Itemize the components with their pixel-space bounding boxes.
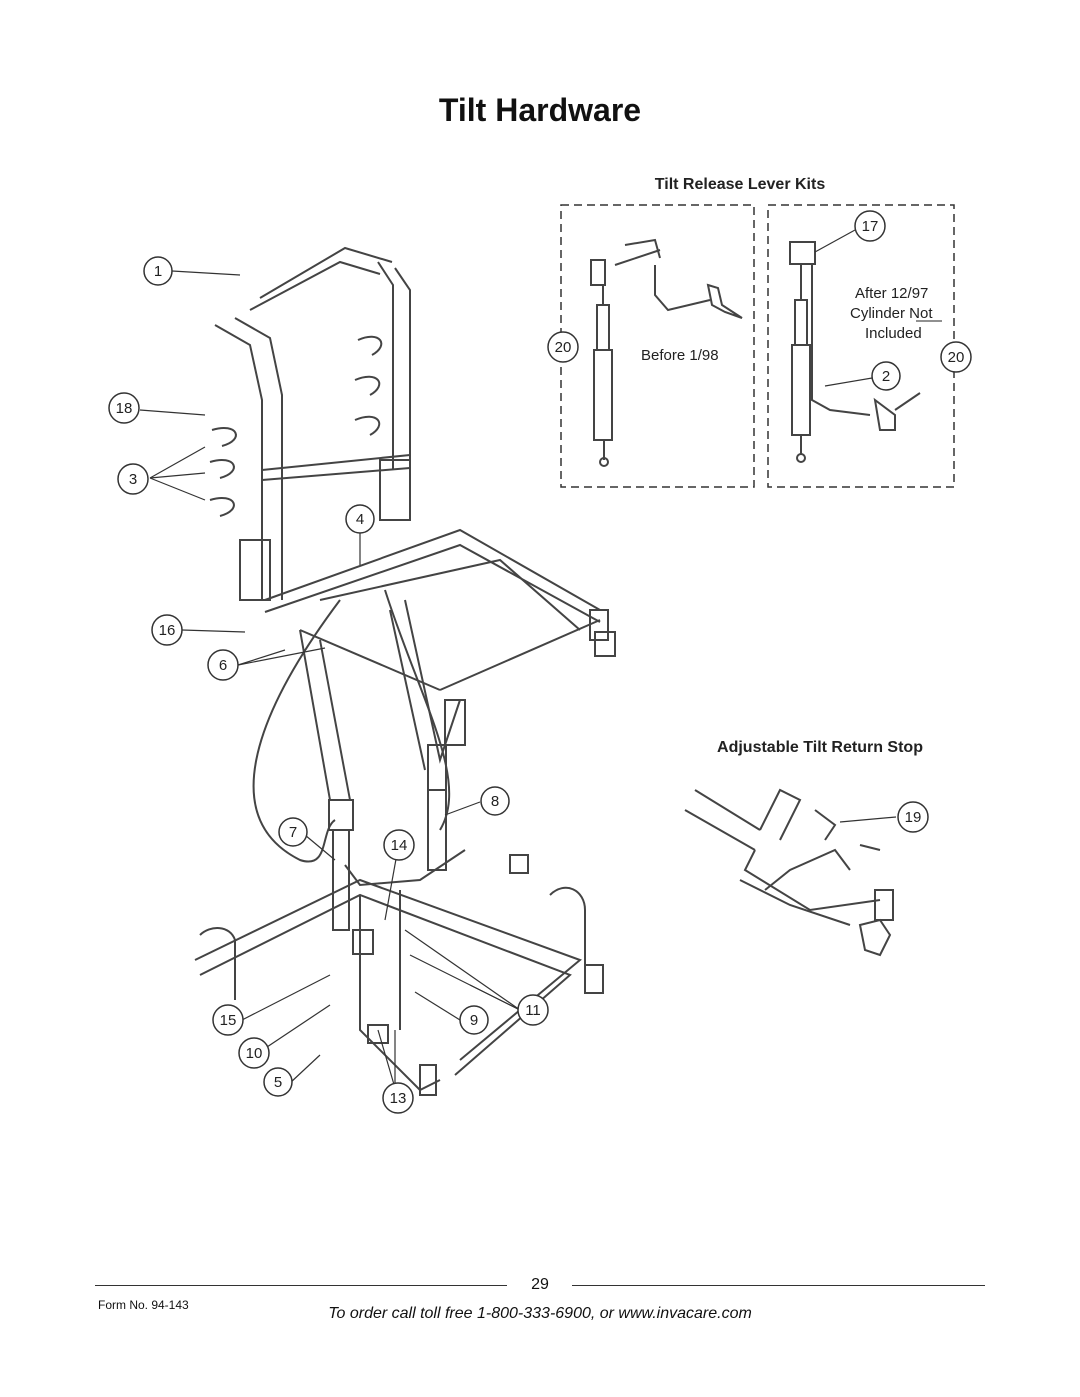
callout-5: 5 <box>274 1074 282 1091</box>
return-stop-header: Adjustable Tilt Return Stop <box>717 739 923 756</box>
callout-11: 11 <box>525 1002 541 1019</box>
callout-13: 13 <box>390 1090 407 1107</box>
release-kits-header: Tilt Release Lever Kits <box>655 176 826 193</box>
callout-leaders <box>139 270 521 1089</box>
callout-2: 2 <box>882 368 890 385</box>
callout-17: 17 <box>862 218 879 235</box>
callout-6: 6 <box>219 657 227 674</box>
return-stop-illustration <box>684 788 894 957</box>
footer-rule-left <box>95 1285 507 1286</box>
callout-10: 10 <box>246 1045 263 1062</box>
page-number: 29 <box>531 1276 549 1293</box>
chair-frame-illustration <box>194 246 616 1096</box>
callout-9: 9 <box>470 1012 478 1029</box>
after-label-line1: After 12/97 <box>855 285 928 302</box>
form-number: Form No. 94-143 <box>98 1298 189 1312</box>
callout-4: 4 <box>356 511 364 528</box>
callout-8: 8 <box>491 793 499 810</box>
callout-19: 19 <box>905 809 922 826</box>
after-label-line3: Included <box>865 325 922 342</box>
callout-1: 1 <box>154 263 162 280</box>
tilt-hardware-diagram: 1 18 3 4 16 6 7 8 14 15 10 5 13 9 11 Til… <box>108 176 972 1114</box>
callout-20-before: 20 <box>555 339 572 356</box>
callout-7: 7 <box>289 824 297 841</box>
callout-14: 14 <box>391 837 408 854</box>
callout-15: 15 <box>220 1012 237 1029</box>
after-label-line2: Cylinder Not <box>850 305 933 322</box>
callout-20-after: 20 <box>948 349 965 366</box>
callout-16: 16 <box>159 622 176 639</box>
before-kit-panel: 20 Before 1/98 <box>547 204 755 488</box>
after-kit-panel: 17 2 20 After 12/97 Cylinder Not Include… <box>767 204 972 488</box>
footer-rule-right <box>572 1285 985 1286</box>
callout-18: 18 <box>116 400 133 417</box>
before-label: Before 1/98 <box>641 347 719 364</box>
callout-circles <box>108 256 549 1114</box>
callout-3: 3 <box>129 471 137 488</box>
order-info: To order call toll free 1-800-333-6900, … <box>328 1305 752 1322</box>
page-title: Tilt Hardware <box>438 92 642 128</box>
